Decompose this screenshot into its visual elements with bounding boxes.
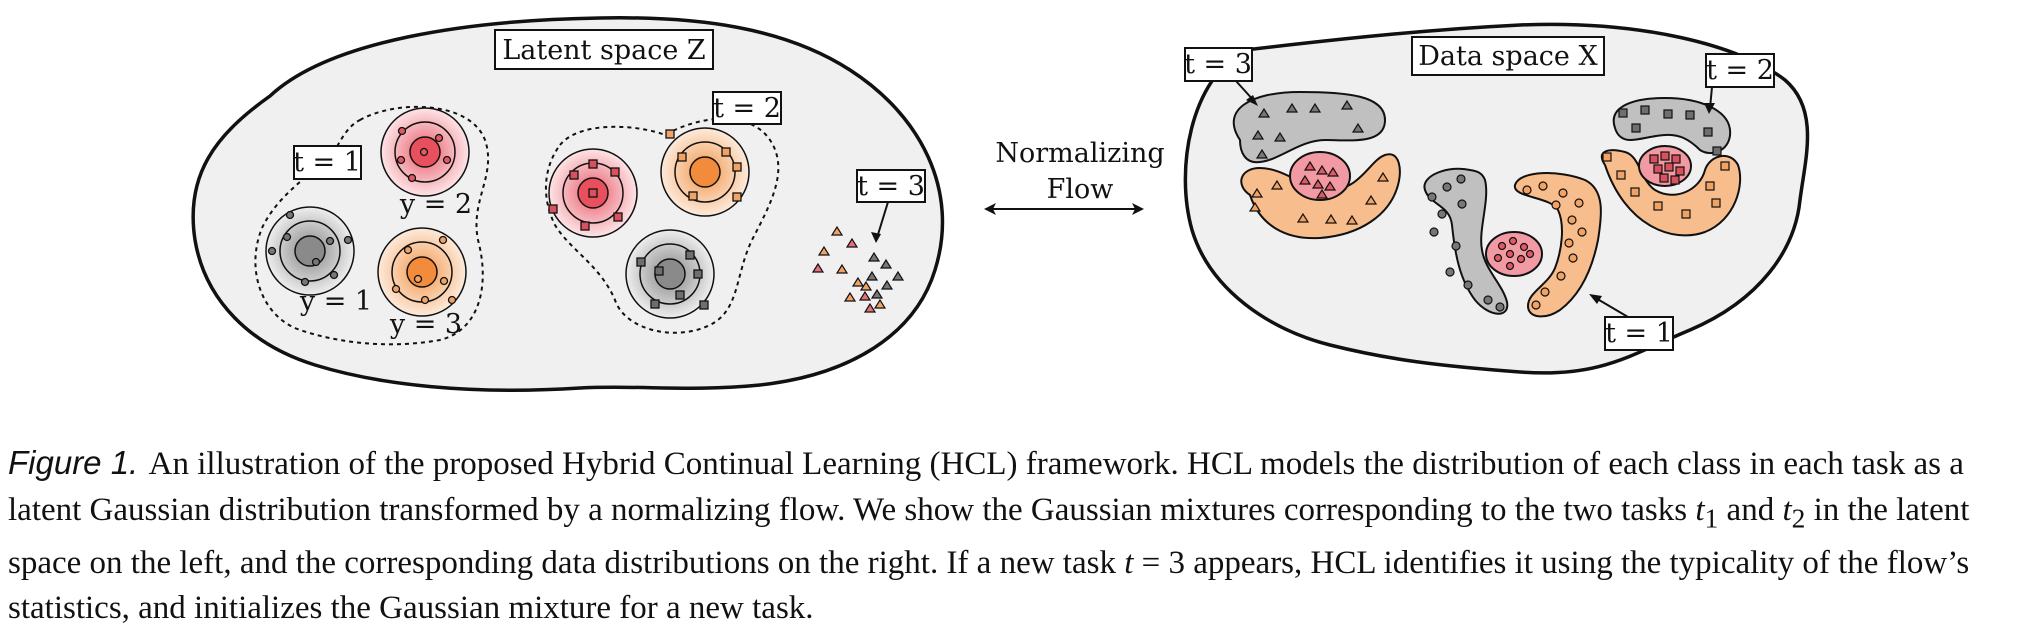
caption-text-a: An illustration of the proposed Hybrid C… [8,446,1964,528]
latent-t3-box: t = 3 [856,169,926,203]
figure-caption: Figure 1. An illustration of the propose… [8,440,2008,632]
latent-t1-box: t = 1 [293,145,362,180]
caption-t2-subscript: 2 [1791,502,1806,534]
data-t3-arrowhead [1246,95,1258,106]
t1-gray-arc [1423,167,1509,315]
flow-label-line2: Flow [1047,174,1114,205]
t3-red-points [1298,160,1340,199]
caption-lead: Figure 1. [8,444,139,481]
data-space-label: Data space X [1418,41,1598,72]
gaussian-t2-red [548,148,638,238]
latent-t3-arrowhead [871,232,881,243]
new-task-points [811,225,905,313]
t2-gray-points [1618,105,1722,156]
task2-boundary [544,117,780,334]
svg-text:t = 3: t = 3 [857,171,925,202]
gaussian-t2-gray [625,229,715,319]
data-t1-box: t = 1 [1604,316,1674,351]
label-y1: y = 1 [299,286,372,317]
t2-orange-points [1602,152,1730,219]
latent-t2-box: t = 2 [712,91,782,125]
gaussian-y2 [380,107,470,197]
t3-red-blob [1289,151,1351,201]
flow-label-line1: Normalizing [995,138,1164,169]
data-t2-arrowhead [1704,103,1715,114]
svg-text:t = 2: t = 2 [713,93,781,124]
label-y3: y = 3 [389,309,462,340]
t3-orange-points [1248,171,1390,225]
data-t1-arrowhead [1589,294,1602,304]
gaussian-t2-orange [660,127,750,217]
t2-orange-arc [1600,149,1742,237]
caption-t1-subscript: 1 [1704,502,1719,534]
t1-orange-arc [1513,172,1602,318]
gaussian-y3 [377,227,467,317]
latent-space-label-box: Latent space Z [494,29,714,70]
caption-and: and [1718,491,1783,528]
caption-t3-symbol: t [1124,544,1134,581]
t3-gray-points [1251,99,1365,159]
caption-text-c: appears, HCL identifies it using the typ… [8,544,1970,627]
gaussian-y1 [265,206,355,296]
data-space-label-box: Data space X [1411,36,1605,76]
data-t1-arrow [1593,296,1629,318]
t1-gray-points [1427,174,1505,312]
caption-text-b: in the latent space on the left, and the… [8,491,1970,581]
svg-text:t = 2: t = 2 [1706,55,1774,86]
t1-orange-points [1522,181,1587,310]
caption-t1-symbol: t [1695,491,1705,528]
data-t3-box: t = 3 [1184,47,1253,82]
label-y2: y = 2 [399,189,472,220]
task1-boundary [254,105,490,346]
caption-t2-symbol: t [1782,491,1792,528]
svg-text:t = 3: t = 3 [1184,49,1252,80]
hcl-figure: Latent space Z y = 1 y = 2 [191,16,1810,392]
data-t2-box: t = 2 [1705,53,1775,88]
svg-text:t = 1: t = 1 [1605,318,1673,349]
flow-double-arrow [984,203,1144,215]
caption-t3-eq: = 3 [1133,544,1185,581]
latent-space-label: Latent space Z [502,35,705,66]
t1-red-points [1493,236,1535,271]
svg-text:t = 1: t = 1 [293,147,361,178]
t2-red-points [1649,151,1685,185]
